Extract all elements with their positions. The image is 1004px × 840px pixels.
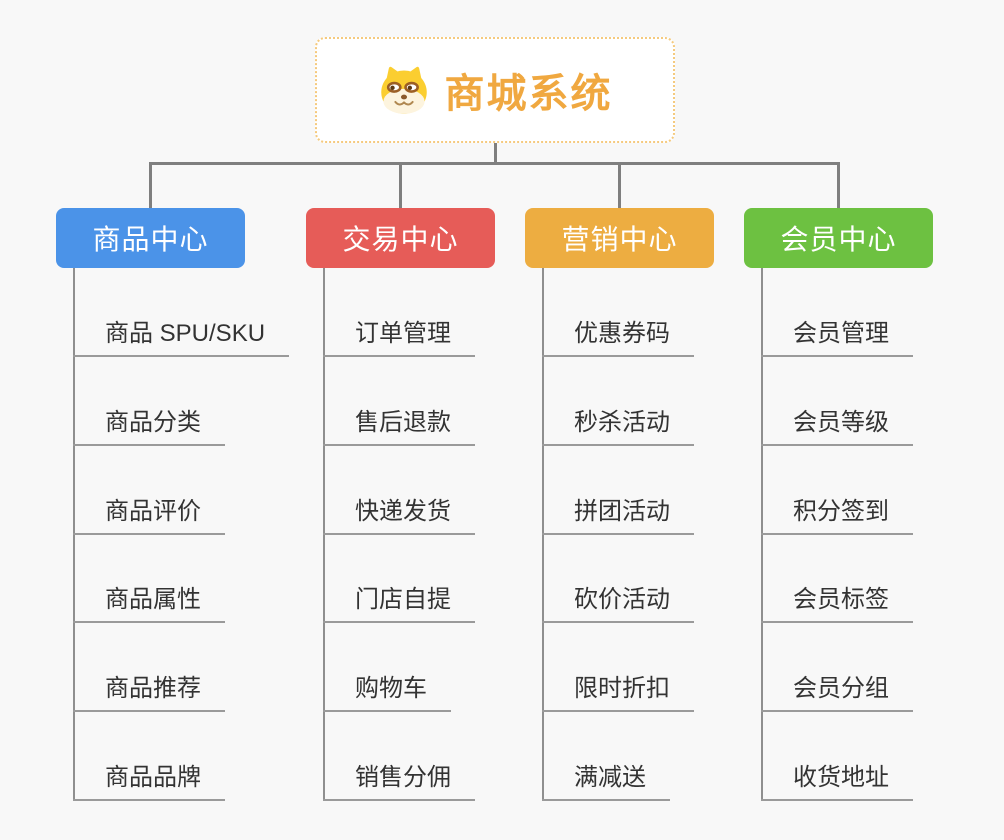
leaf-node[interactable]: 商品分类 — [73, 409, 225, 446]
branch-node-marketing[interactable]: 营销中心 — [525, 208, 714, 268]
leaf-node[interactable]: 快递发货 — [323, 498, 475, 535]
connector-horizontal — [149, 162, 840, 165]
leaf-node[interactable]: 限时折扣 — [542, 675, 694, 712]
leaf-node[interactable]: 门店自提 — [323, 586, 475, 623]
leaf-node[interactable]: 会员标签 — [761, 586, 913, 623]
leaf-node[interactable]: 秒杀活动 — [542, 409, 694, 446]
leaf-node[interactable]: 商品属性 — [73, 586, 225, 623]
root-node[interactable]: 商城系统 — [315, 37, 675, 143]
branch-node-product[interactable]: 商品中心 — [56, 208, 245, 268]
leaf-node[interactable]: 收货地址 — [761, 764, 913, 801]
leaf-node[interactable]: 砍价活动 — [542, 586, 694, 623]
leaf-node[interactable]: 拼团活动 — [542, 498, 694, 535]
leaf-node[interactable]: 商品品牌 — [73, 764, 225, 801]
connector-drop-2 — [399, 162, 402, 208]
leaf-node[interactable]: 积分签到 — [761, 498, 913, 535]
connector-drop-3 — [618, 162, 621, 208]
leaf-node[interactable]: 售后退款 — [323, 409, 475, 446]
branch-node-trade[interactable]: 交易中心 — [306, 208, 495, 268]
leaf-node[interactable]: 商品 SPU/SKU — [73, 320, 290, 357]
leaf-node[interactable]: 会员分组 — [761, 675, 913, 712]
leaf-node[interactable]: 会员等级 — [761, 409, 913, 446]
leaf-node[interactable]: 满减送 — [542, 764, 670, 801]
connector-drop-4 — [837, 162, 840, 208]
leaf-node[interactable]: 购物车 — [323, 675, 451, 712]
leaf-node[interactable]: 优惠券码 — [542, 320, 694, 357]
leaf-node[interactable]: 商品评价 — [73, 498, 225, 535]
connector-drop-1 — [149, 162, 152, 208]
leaf-node[interactable]: 商品推荐 — [73, 675, 225, 712]
connector-root-stub — [494, 141, 497, 163]
dog-face-icon — [378, 65, 430, 115]
branch-node-member[interactable]: 会员中心 — [744, 208, 933, 268]
root-title: 商城系统 — [444, 72, 613, 116]
leaf-node[interactable]: 会员管理 — [761, 320, 913, 357]
leaf-node[interactable]: 销售分佣 — [323, 764, 475, 801]
leaf-node[interactable]: 订单管理 — [323, 320, 475, 357]
